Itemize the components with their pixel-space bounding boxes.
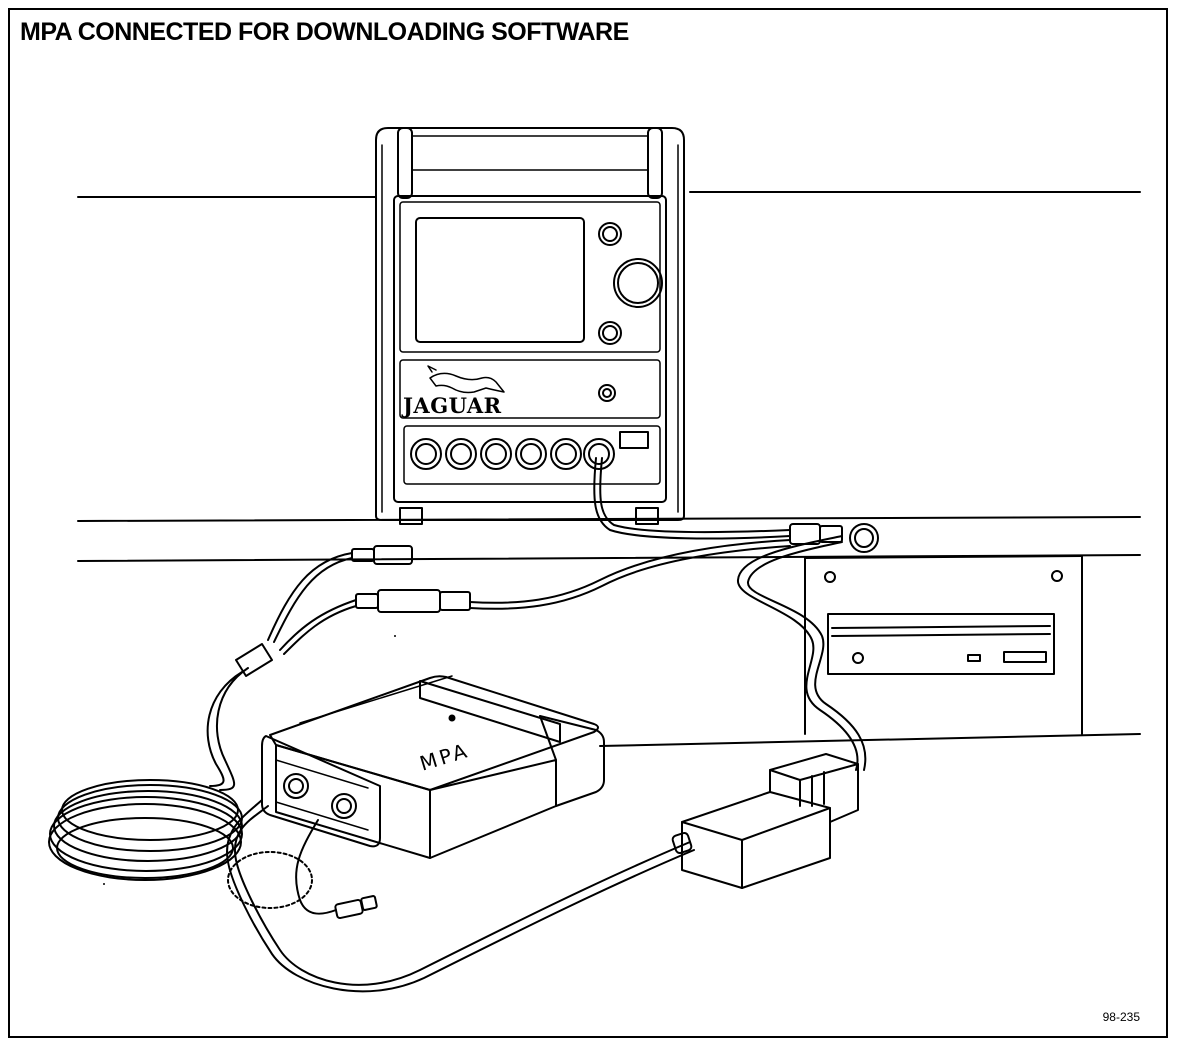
diagnostic-unit (375, 127, 685, 525)
port-sockets (410, 438, 615, 470)
mpa-label: MPA (417, 738, 473, 776)
obd-connector (671, 753, 859, 889)
pc-drive-bay (804, 555, 1083, 735)
figure-title: MPA CONNECTED FOR DOWNLOADING SOFTWARE (20, 18, 629, 46)
figure-frame (8, 8, 1168, 1038)
brand-label: JAGUAR (401, 393, 502, 418)
mpa-module (261, 675, 605, 859)
figure-number: 98-235 (1102, 1010, 1140, 1024)
jaguar-leaper-logo-icon (427, 365, 505, 394)
cables (48, 457, 879, 993)
